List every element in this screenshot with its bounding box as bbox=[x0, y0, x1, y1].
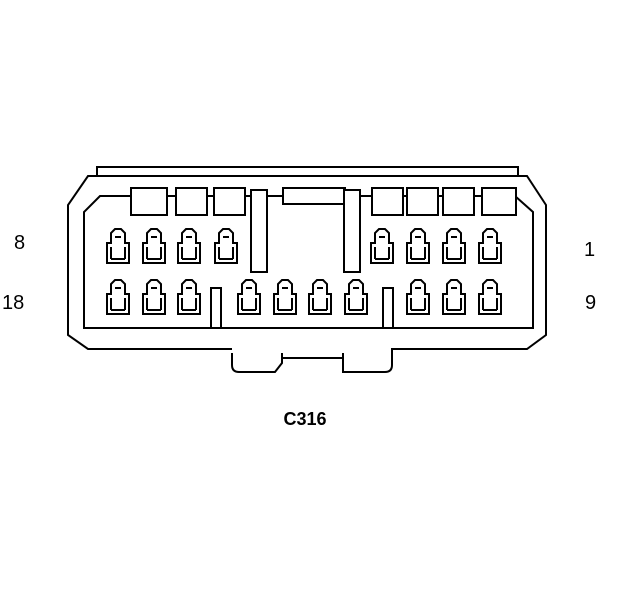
top-latch-tabs bbox=[130, 187, 517, 216]
pin-row-bottom bbox=[106, 279, 502, 315]
pin-cavity-14 bbox=[273, 279, 297, 315]
pin-cavity-15 bbox=[237, 279, 261, 315]
pin-row-top bbox=[106, 228, 502, 264]
pin-cavity-16 bbox=[177, 279, 201, 315]
pin-cavity-10 bbox=[442, 279, 466, 315]
pin-label-bottom-right: 9 bbox=[585, 292, 596, 314]
pin-label-top-left: 8 bbox=[14, 232, 25, 254]
pin-cavity-6 bbox=[177, 228, 201, 264]
pin-cavity-5 bbox=[214, 228, 238, 264]
pin-cavity-8 bbox=[106, 228, 130, 264]
pin-label-bottom-left: 18 bbox=[2, 292, 24, 314]
pin-cavity-13 bbox=[308, 279, 332, 315]
pin-cavity-9 bbox=[478, 279, 502, 315]
pin-cavity-3 bbox=[406, 228, 430, 264]
bottom-lugs bbox=[216, 345, 393, 373]
pin-cavity-17 bbox=[142, 279, 166, 315]
pin-cavity-7 bbox=[142, 228, 166, 264]
pin-cavity-11 bbox=[406, 279, 430, 315]
pin-cavity-4 bbox=[370, 228, 394, 264]
pin-cavity-18 bbox=[106, 279, 130, 315]
pin-label-top-right: 1 bbox=[584, 239, 595, 261]
pin-cavity-2 bbox=[442, 228, 466, 264]
keying-posts bbox=[210, 189, 394, 329]
connector-name: C316 bbox=[283, 409, 326, 429]
pin-cavity-12 bbox=[344, 279, 368, 315]
pin-cavity-1 bbox=[478, 228, 502, 264]
